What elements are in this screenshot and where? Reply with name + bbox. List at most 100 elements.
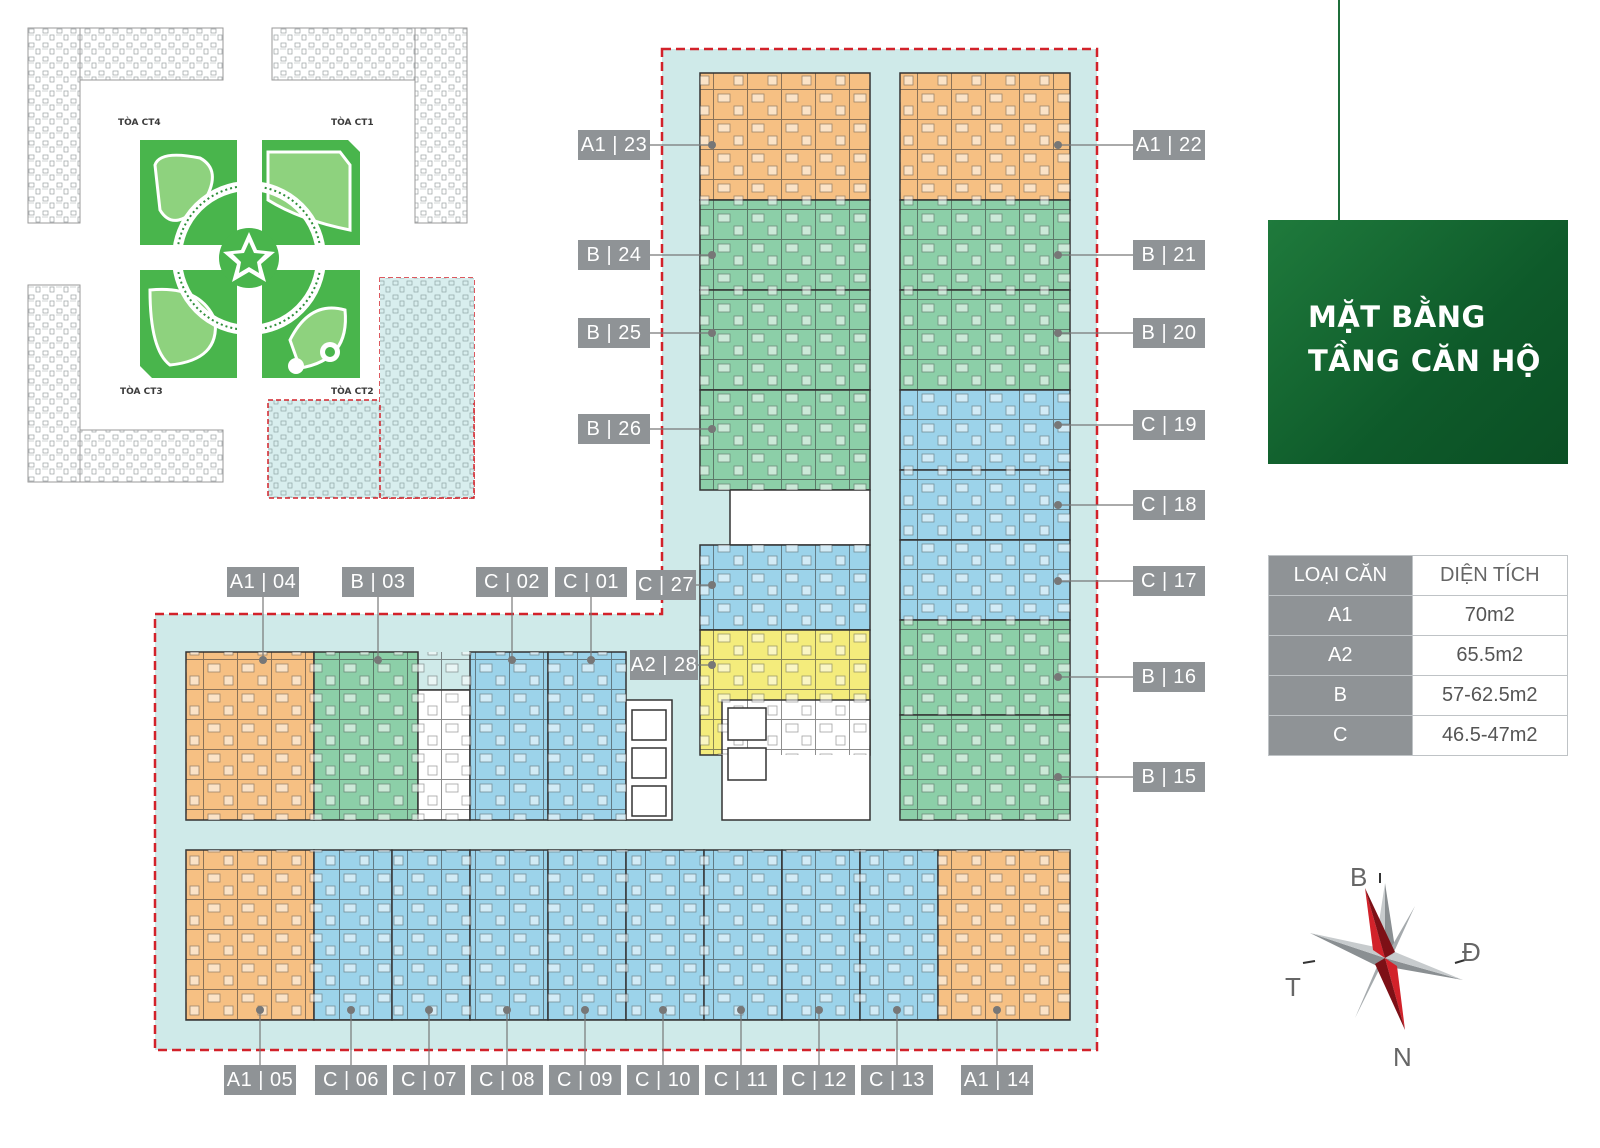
unit-label-c-19[interactable]: C | 19 [1133,410,1205,440]
header-area: DIỆN TÍCH [1411,555,1569,596]
unit-label-a1-22[interactable]: A1 | 22 [1133,130,1205,160]
row-type: A1 [1268,595,1413,636]
unit-type: B [1141,244,1156,266]
central-park [140,140,360,378]
unit-no: 09 [589,1069,613,1091]
unit-type: A1 [229,571,256,593]
unit-type: B [586,244,601,266]
unit-no: 22 [1179,134,1203,156]
stair-core-top [729,489,871,546]
unit-label-b-25[interactable]: B | 25 [578,318,650,348]
leader-dot [508,656,516,664]
tower-label-ct1: TÒA CT1 [331,116,374,128]
unit-no: 21 [1173,244,1197,266]
unit-label-c-08[interactable]: C | 08 [471,1065,543,1095]
unit-type: C [713,1069,729,1091]
unit-label-a2-28[interactable]: A2 | 28 [630,650,698,680]
leader-dot [256,1006,264,1014]
title-line-1: MẶT BẰNG [1308,300,1486,334]
unit-label-b-16[interactable]: B | 16 [1133,662,1205,692]
unit-no: 06 [355,1069,379,1091]
unit-type: C [1140,494,1156,516]
unit-label-a1-04[interactable]: A1 | 04 [227,567,299,597]
unit-label-c-17[interactable]: C | 17 [1133,566,1205,596]
unit-label-c-11[interactable]: C | 11 [705,1065,777,1095]
title-line-2: TẦNG CĂN HỘ [1308,344,1541,378]
unit-type: C [556,1069,572,1091]
unit-label-b-24[interactable]: B | 24 [578,240,650,270]
leader-dot [587,656,595,664]
unit-label-a1-05[interactable]: A1 | 05 [224,1065,296,1095]
unit-type: B [586,418,601,440]
unit-no: 16 [1173,666,1197,688]
unit-type: C [322,1069,338,1091]
unit-label-c-18[interactable]: C | 18 [1133,490,1205,520]
unit-no: 02 [516,571,540,593]
row-area: 65.5m2 [1411,635,1569,676]
unit-no: 18 [1173,494,1197,516]
unit-no: 20 [1173,322,1197,344]
leader-dot [425,1006,433,1014]
unit-label-c-09[interactable]: C | 09 [549,1065,621,1095]
unit-label-c-06[interactable]: C | 06 [315,1065,387,1095]
leader-dot [1054,141,1062,149]
unit-type: C [478,1069,494,1091]
title-box: MẶT BẰNG TẦNG CĂN HỘ [1268,220,1568,464]
unit-no: 01 [595,571,619,593]
area-table-header: LOẠI CĂN DIỆN TÍCH [1268,555,1569,596]
unit-no: 07 [433,1069,457,1091]
compass-east: Đ [1462,937,1481,967]
unit-label-c-07[interactable]: C | 07 [393,1065,465,1095]
row-type: C [1268,715,1413,756]
tower-label-ct4: TÒA CT4 [118,116,161,128]
unit-label-c-02[interactable]: C | 02 [476,567,548,597]
leader-dot [1054,421,1062,429]
unit-no: 26 [618,418,642,440]
unit-no: 15 [1173,766,1197,788]
unit-label-c-12[interactable]: C | 12 [783,1065,855,1095]
unit-label-a1-23[interactable]: A1 | 23 [578,130,650,160]
unit-label-c-13[interactable]: C | 13 [861,1065,933,1095]
unit-label-b-26[interactable]: B | 26 [578,414,650,444]
unit-label-b-15[interactable]: B | 15 [1133,762,1205,792]
unit-no: 10 [667,1069,691,1091]
leader-dot [1054,501,1062,509]
leader-dot [1054,577,1062,585]
leader-dot [259,656,267,664]
leader-dot [503,1006,511,1014]
unit-label-b-03[interactable]: B | 03 [342,567,414,597]
unit-type: A2 [630,654,657,676]
leader-dot [708,141,716,149]
compass-rose-icon [1302,873,1466,1030]
unit-type: B [1141,322,1156,344]
unit-type: C [400,1069,416,1091]
unit-no: 08 [511,1069,535,1091]
unit-label-c-27[interactable]: C | 27 [636,570,696,600]
row-type: A2 [1268,635,1413,676]
leader-dot [893,1006,901,1014]
compass-west: T [1285,972,1301,1002]
leader-dot [1054,673,1062,681]
unit-no: 19 [1173,414,1197,436]
unit-no: 03 [382,571,406,593]
unit-label-c-01[interactable]: C | 01 [555,567,627,597]
unit-no: 12 [823,1069,847,1091]
unit-no: 28 [674,654,698,676]
header-type: LOẠI CĂN [1268,555,1413,596]
unit-label-b-21[interactable]: B | 21 [1133,240,1205,270]
tower-ct2-highlight [380,278,474,403]
unit-no: 17 [1173,570,1197,592]
unit-type: C [868,1069,884,1091]
row-area: 46.5-47m2 [1411,715,1569,756]
unit-type: B [586,322,601,344]
unit-label-b-20[interactable]: B | 20 [1133,318,1205,348]
unit-no: 05 [270,1069,294,1091]
unit-no: 13 [901,1069,925,1091]
unit-label-c-10[interactable]: C | 10 [627,1065,699,1095]
unit-label-a1-14[interactable]: A1 | 14 [961,1065,1033,1095]
furnishing-overlay [186,73,1070,1020]
